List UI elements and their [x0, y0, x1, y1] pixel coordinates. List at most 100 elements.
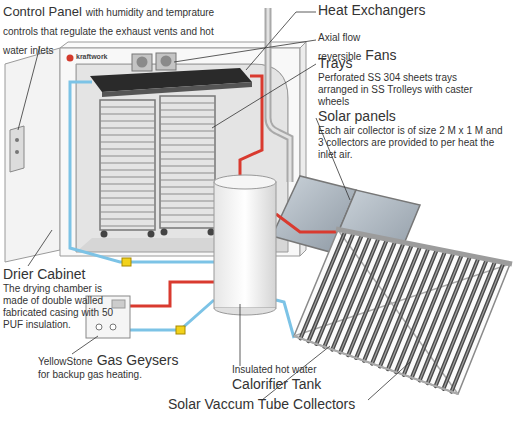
- callout-heading: Gas Geysers: [97, 352, 179, 368]
- logo-mark: [67, 55, 74, 62]
- tray-shelf: [100, 149, 155, 150]
- collector-header: [336, 229, 512, 264]
- vacuum-tube-highlight: [356, 244, 403, 358]
- tray-shelf: [100, 107, 155, 108]
- exhaust-pipe-highlight: [268, 8, 290, 182]
- vacuum-tube-highlight: [404, 254, 453, 375]
- tray-shelf: [100, 198, 155, 199]
- callout-group: Control Panelwith humidity and tempratur…: [3, 1, 218, 59]
- fan-blade: [161, 56, 172, 67]
- tray-shelf: [100, 156, 155, 157]
- blue-pipe: [130, 300, 214, 330]
- vacuum-tube-highlight: [309, 234, 354, 341]
- tray-shelf: [160, 159, 215, 160]
- tray-shelf: [160, 103, 215, 104]
- tray-shelf: [160, 201, 215, 202]
- tray-shelf: [100, 135, 155, 136]
- leader-line: [240, 304, 241, 366]
- callout-text: The drying chamber is made of double wal…: [3, 283, 121, 331]
- control-knob: [15, 138, 19, 142]
- tray-shelf: [160, 180, 215, 181]
- callout-group: YellowStoneGas Geysersfor backup gas hea…: [38, 350, 218, 381]
- callout-heading: Solar Vaccum Tube Collectors: [168, 396, 428, 413]
- callout-group: Insulated hot waterCalorifier Tank: [232, 364, 382, 393]
- fan-housing: [156, 53, 176, 70]
- vacuum-tube-highlight: [332, 239, 378, 350]
- leader-line: [246, 12, 316, 70]
- heat-exchanger-edge: [102, 82, 252, 97]
- tray-shelf: [160, 145, 215, 146]
- callout-text: Insulated hot water: [232, 364, 382, 376]
- tray-shelf: [160, 131, 215, 132]
- tray-shelf: [100, 121, 155, 122]
- tray-shelf: [160, 166, 215, 167]
- callout-heading: Heat Exchangers: [318, 2, 508, 19]
- tray-shelf: [160, 187, 215, 188]
- tray-shelf: [160, 222, 215, 223]
- vacuum-tube-highlight: [396, 252, 445, 372]
- vacuum-tube: [309, 234, 354, 341]
- callout-group: kraftwork: [76, 53, 136, 61]
- leader-line: [212, 64, 316, 128]
- vacuum-tube-highlight: [301, 232, 345, 338]
- tray-shelves: [100, 103, 215, 226]
- brand-logo: kraftwork: [76, 53, 136, 61]
- tray-shelf: [160, 138, 215, 139]
- vacuum-tube-highlight: [324, 237, 369, 346]
- valve: [122, 258, 131, 266]
- leader-line: [368, 362, 410, 400]
- red-pipe: [130, 282, 214, 306]
- red-pipe: [276, 214, 338, 232]
- caster-wheel: [101, 231, 108, 238]
- control-knob: [15, 150, 19, 154]
- red-pipe: [240, 76, 262, 176]
- vacuum-tube-highlight: [451, 264, 503, 392]
- tray-shelf: [160, 208, 215, 209]
- vacuum-tube: [316, 236, 361, 344]
- vacuum-tube-highlight: [340, 241, 386, 353]
- tray-shelf: [100, 128, 155, 129]
- callout-text: Perforated SS 304 sheets trays arranged …: [318, 72, 498, 108]
- fan-blade: [137, 57, 148, 68]
- tray-shelf: [160, 117, 215, 118]
- leader-line: [72, 336, 98, 354]
- callout-heading: Drier Cabinet: [3, 266, 121, 283]
- tray-shelf: [100, 219, 155, 220]
- tray-shelf: [100, 205, 155, 206]
- tray-shelf: [160, 110, 215, 111]
- tray-shelf: [100, 114, 155, 115]
- caster-wheel: [161, 229, 168, 236]
- callout-group: TraysPerforated SS 304 sheets trays arra…: [318, 55, 498, 108]
- geyser-knob: [96, 324, 102, 330]
- callout-text: YellowStone: [38, 356, 93, 367]
- callout-heading: Fans: [365, 47, 396, 63]
- geyser-knob: [110, 324, 116, 330]
- leader-line: [18, 46, 40, 130]
- caster-wheel: [148, 231, 155, 238]
- callout-heading: Solar panels: [318, 108, 508, 125]
- calorifier-tank-body: [214, 182, 276, 308]
- tray-shelf: [100, 184, 155, 185]
- callout-group: Drier CabinetThe drying chamber is made …: [3, 266, 121, 331]
- tray-shelf: [100, 142, 155, 143]
- blue-pipe: [276, 300, 294, 338]
- vacuum-tube: [324, 237, 369, 346]
- leader-line: [174, 40, 316, 62]
- vacuum-tube-highlight: [388, 250, 437, 369]
- vacuum-tube-highlight: [316, 236, 361, 344]
- calorifier-tank-top: [214, 175, 276, 189]
- tray-shelf: [100, 163, 155, 164]
- vacuum-tube-highlight: [364, 246, 411, 361]
- trolley-frame: [160, 96, 215, 228]
- valve: [176, 326, 185, 334]
- tray-shelf: [160, 215, 215, 216]
- blue-pipe: [70, 82, 214, 262]
- caster-wheel: [208, 229, 215, 236]
- tray-shelf: [100, 212, 155, 213]
- control-panel-box: [10, 126, 24, 172]
- callout-text: Each air collector is of size 2 M x 1 M …: [318, 125, 508, 161]
- tray-shelf: [160, 152, 215, 153]
- exhaust-pipe: [268, 8, 290, 182]
- vacuum-tube: [301, 232, 345, 338]
- callout-heading: Trays: [318, 55, 498, 72]
